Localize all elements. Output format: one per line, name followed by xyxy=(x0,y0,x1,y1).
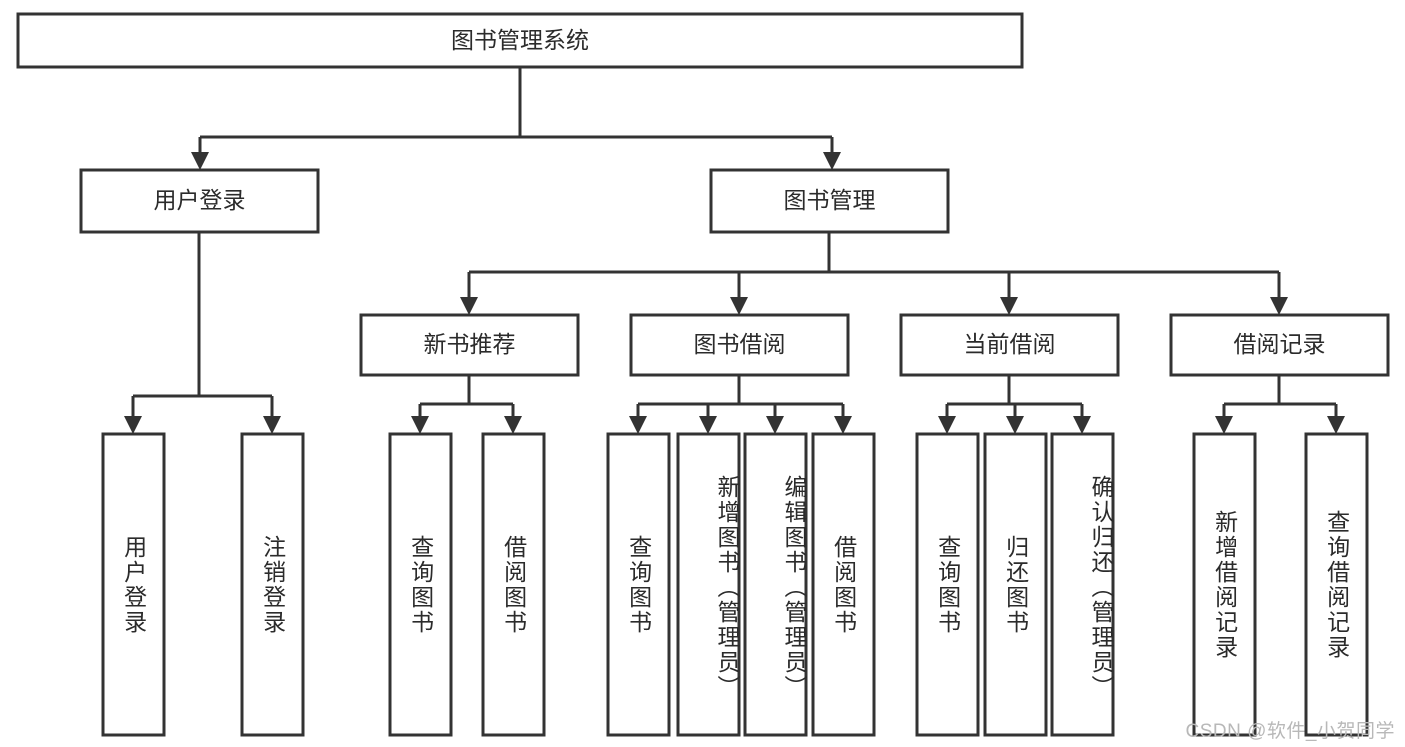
leaf-box-query-borrow-record[interactable] xyxy=(1304,432,1369,737)
leaf-box-add-book-admin[interactable] xyxy=(676,432,741,737)
node-user-login[interactable]: 用户登录 xyxy=(79,168,320,234)
node-borrow-record[interactable]: 借阅记录 xyxy=(1169,313,1390,377)
node-book-management-label: 图书管理 xyxy=(784,187,876,213)
csdn-watermark: CSDN @软件_小贺同学 xyxy=(1185,721,1395,742)
leaf-box-query-book-current[interactable] xyxy=(915,432,980,737)
leaf-box-logout[interactable] xyxy=(240,432,305,737)
node-current-borrow[interactable]: 当前借阅 xyxy=(899,313,1120,377)
node-book-borrow-label: 图书借阅 xyxy=(694,331,786,357)
connectors-bookborrow-to-leaves xyxy=(629,375,852,434)
leaf-box-edit-book-admin[interactable] xyxy=(743,432,808,737)
connectors-borrowrecord-to-leaves xyxy=(1215,375,1345,434)
leaf-box-query-book-borrow[interactable] xyxy=(606,432,671,737)
connectors-currentborrow-to-leaves xyxy=(938,375,1091,434)
leaf-boxes xyxy=(101,432,1369,737)
connectors-root-to-level2 xyxy=(191,67,841,170)
node-root[interactable]: 图书管理系统 xyxy=(16,12,1024,69)
node-user-login-label: 用户登录 xyxy=(154,187,246,213)
leaf-box-return-book[interactable] xyxy=(983,432,1048,737)
leaf-box-query-book-rec[interactable] xyxy=(388,432,453,737)
node-new-book-recommend[interactable]: 新书推荐 xyxy=(359,313,580,377)
leaf-box-add-borrow-record[interactable] xyxy=(1192,432,1257,737)
connectors-bookmgmt-to-level3 xyxy=(460,232,1288,315)
node-root-label: 图书管理系统 xyxy=(451,27,589,53)
node-new-book-recommend-label: 新书推荐 xyxy=(424,331,516,357)
leaf-box-borrow-book[interactable] xyxy=(811,432,876,737)
node-book-borrow[interactable]: 图书借阅 xyxy=(629,313,850,377)
node-book-management[interactable]: 图书管理 xyxy=(709,168,950,234)
leaf-box-confirm-return-admin[interactable] xyxy=(1050,432,1115,737)
leaf-box-borrow-book-rec[interactable] xyxy=(481,432,546,737)
node-current-borrow-label: 当前借阅 xyxy=(964,331,1056,357)
connectors-newbook-to-leaves xyxy=(411,375,522,434)
leaf-box-user-login[interactable] xyxy=(101,432,166,737)
node-borrow-record-label: 借阅记录 xyxy=(1234,331,1326,357)
connectors-userlogin-to-leaves xyxy=(124,232,281,434)
